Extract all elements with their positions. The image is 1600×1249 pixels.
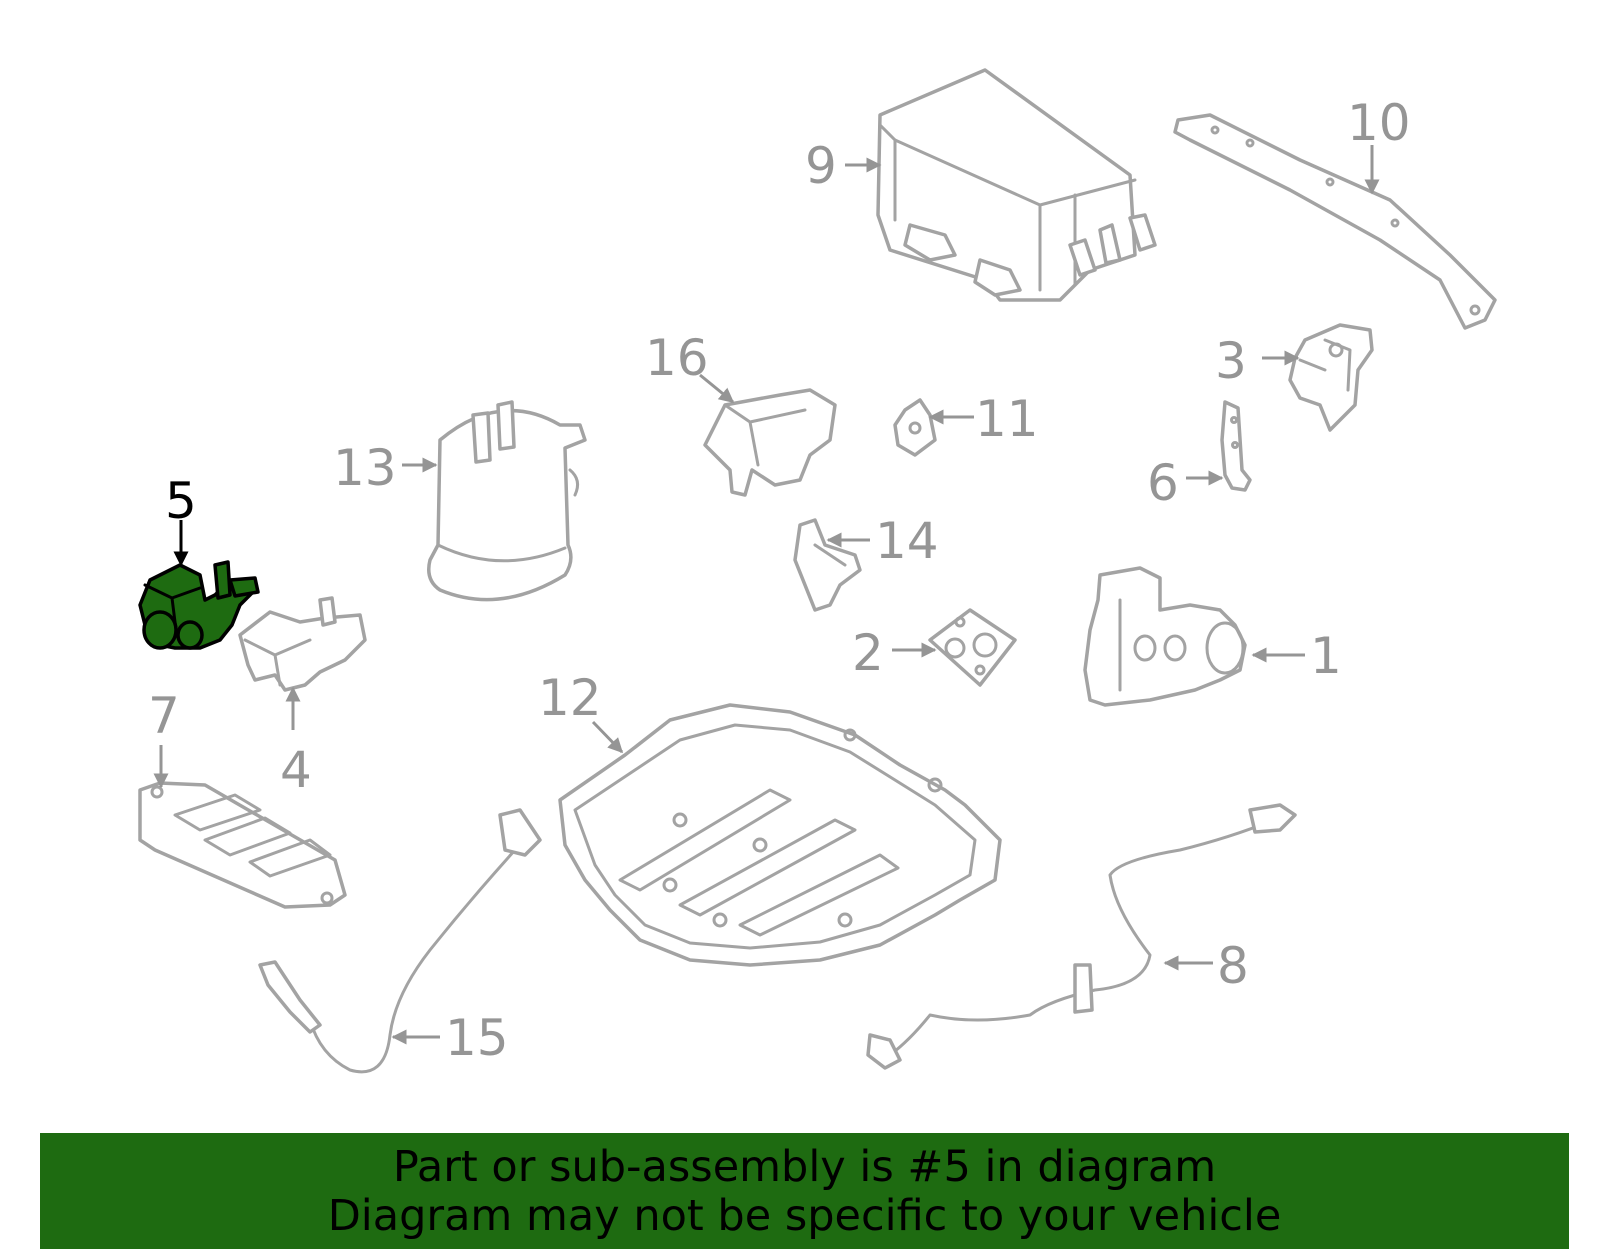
callout-13: 13 [333, 439, 397, 497]
callout-10: 10 [1347, 94, 1411, 152]
part-10-bracket [1173, 113, 1497, 330]
part-2-gasket [928, 608, 1017, 687]
part-15-o2-sensor [258, 808, 542, 1074]
banner-line-1: Part or sub-assembly is #5 in diagram [392, 1142, 1217, 1192]
callout-14: 14 [875, 512, 939, 570]
callout-3: 3 [1215, 332, 1247, 390]
part-13-filter [427, 400, 587, 602]
callout-16: 16 [645, 329, 709, 387]
parts-diagram: 1 2 3 4 5 6 7 8 9 10 11 12 13 14 15 16 [138, 68, 1497, 1074]
part-7-module [138, 781, 347, 909]
part-1-housing [1083, 566, 1247, 707]
callout-5: 5 [165, 472, 197, 530]
callout-12: 12 [538, 669, 602, 727]
part-3-sensor [1288, 323, 1374, 432]
callout-11: 11 [975, 390, 1039, 448]
part-5-solenoid-highlighted [138, 560, 260, 650]
part-4-valve [238, 596, 367, 692]
part-6-bracket [1220, 400, 1252, 492]
callout-1: 1 [1310, 627, 1342, 685]
callout-9: 9 [805, 137, 837, 195]
callout-4: 4 [280, 741, 312, 799]
part-14-bracket [793, 518, 862, 612]
callout-7: 7 [148, 687, 180, 745]
part-12-shield [558, 703, 1002, 967]
banner-line-2: Diagram may not be specific to your vehi… [327, 1191, 1282, 1241]
callout-6: 6 [1147, 454, 1179, 512]
part-9-canister [876, 68, 1157, 302]
part-11-clip [893, 398, 937, 457]
info-banner: Part or sub-assembly is #5 in diagram Di… [40, 1133, 1569, 1249]
part-16-mount [703, 388, 837, 497]
callout-2: 2 [852, 624, 884, 682]
callout-15: 15 [445, 1009, 509, 1067]
callout-8: 8 [1217, 937, 1249, 995]
part-8-o2-sensor [866, 803, 1297, 1070]
